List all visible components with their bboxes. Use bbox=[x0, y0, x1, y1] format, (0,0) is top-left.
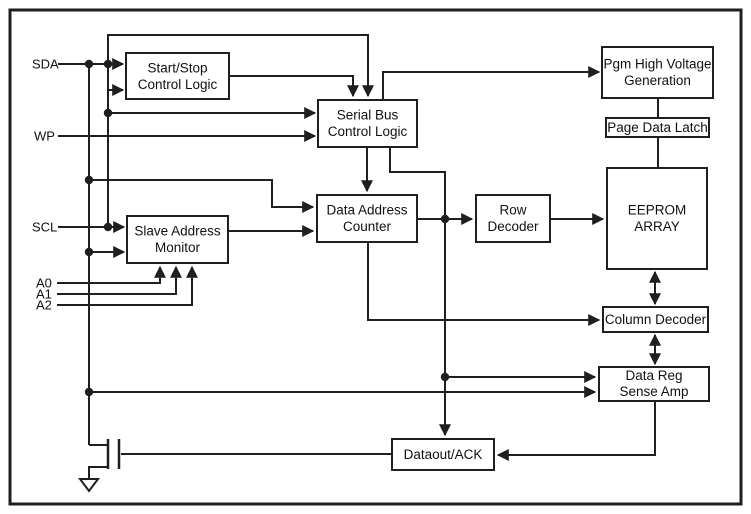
block-label: Decoder bbox=[487, 219, 539, 234]
block-eeprom-array: EEPROM ARRAY bbox=[606, 167, 708, 270]
block-label: Slave Address bbox=[134, 224, 221, 239]
block-column-decoder: Column Decoder bbox=[602, 306, 709, 333]
output-transistor bbox=[88, 439, 121, 479]
pin-label-a2: A2 bbox=[36, 298, 52, 313]
wire-sda-to-dac bbox=[89, 179, 315, 213]
block-label: Column Decoder bbox=[605, 312, 707, 327]
block-page-data-latch: Page Data Latch bbox=[605, 117, 710, 138]
ground-symbol bbox=[78, 478, 100, 493]
block-serial-bus-control-logic: Serial Bus Control Logic bbox=[317, 99, 418, 148]
wires bbox=[57, 34, 661, 493]
block-label: Pgm High Voltage bbox=[603, 57, 711, 72]
pin-label-a0: A0 bbox=[36, 276, 52, 291]
pin-labels: SDA WP SCL A0 A1 A2 bbox=[32, 57, 59, 313]
block-box bbox=[598, 366, 710, 402]
block-box bbox=[602, 306, 709, 333]
block-label: Page Data Latch bbox=[607, 120, 708, 135]
block-label: Data Address bbox=[326, 203, 407, 218]
wire-address-pins bbox=[57, 265, 198, 306]
block-label: Start/Stop bbox=[147, 61, 207, 76]
wire-serialbus-to-dataout bbox=[389, 147, 451, 437]
block-label: Monitor bbox=[155, 240, 201, 255]
block-label: Data Reg bbox=[625, 368, 682, 383]
block-start-stop-control-logic: Start/Stop Control Logic bbox=[125, 52, 230, 100]
block-row-decoder: Row Decoder bbox=[475, 194, 551, 243]
block-label: Dataout/ACK bbox=[404, 447, 483, 462]
block-data-reg-sense-amp: Data Reg Sense Amp bbox=[598, 366, 710, 402]
pin-label-sda: SDA bbox=[32, 57, 59, 72]
junction-dots bbox=[84, 59, 450, 397]
block-box bbox=[126, 215, 229, 264]
block-label: Counter bbox=[343, 219, 392, 234]
wire-scl-rail bbox=[58, 34, 374, 233]
block-pgm-high-voltage-generation: Pgm High Voltage Generation bbox=[601, 46, 714, 99]
wire-dac-to-coldec bbox=[367, 242, 601, 326]
block-data-address-counter: Data Address Counter bbox=[316, 194, 418, 243]
block-box bbox=[606, 167, 708, 270]
block-label: Generation bbox=[624, 73, 691, 88]
block-box bbox=[317, 99, 418, 148]
block-label: Row bbox=[499, 203, 526, 218]
block-dataout-ack: Dataout/ACK bbox=[391, 438, 495, 471]
block-label: Control Logic bbox=[138, 77, 218, 92]
block-box bbox=[601, 46, 714, 99]
pin-label-scl: SCL bbox=[32, 220, 57, 235]
wire-serialbus-to-pgmhv bbox=[382, 66, 601, 100]
pin-label-a1: A1 bbox=[36, 287, 52, 302]
wire-startstop-to-serialbus bbox=[229, 75, 359, 98]
block-label: Sense Amp bbox=[619, 384, 688, 399]
block-box bbox=[316, 194, 418, 243]
block-slave-address-monitor: Slave Address Monitor bbox=[126, 215, 229, 264]
block-box bbox=[391, 438, 495, 471]
block-box bbox=[125, 52, 230, 100]
block-label: ARRAY bbox=[634, 219, 680, 234]
block-box bbox=[475, 194, 551, 243]
pin-label-wp: WP bbox=[34, 129, 55, 144]
block-label: Serial Bus bbox=[337, 108, 399, 123]
block-box bbox=[605, 117, 710, 138]
wire-datareg-to-dataout bbox=[496, 401, 656, 461]
block-label: EEPROM bbox=[628, 203, 687, 218]
block-label: Control Logic bbox=[328, 124, 408, 139]
blocks: Start/Stop Control Logic Serial Bus Cont… bbox=[125, 46, 714, 471]
